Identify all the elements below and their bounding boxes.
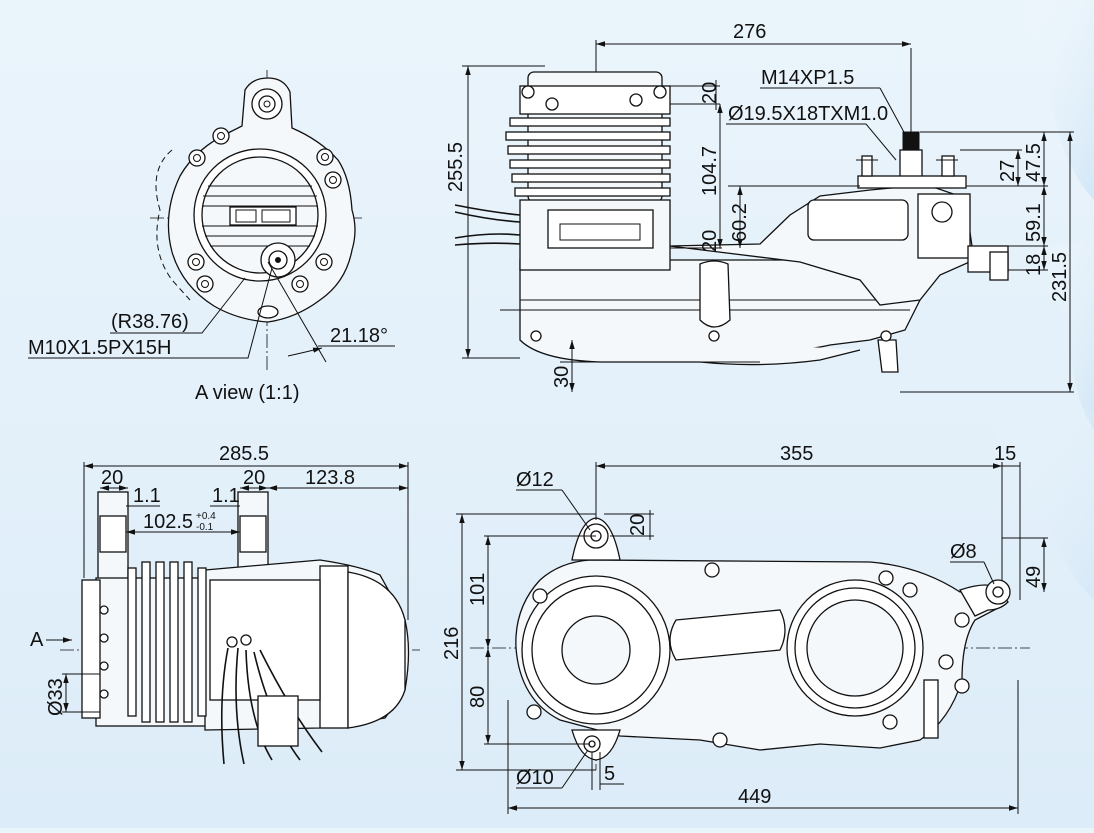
front-tol-upper: +0.4 [196, 511, 216, 522]
side-view: 276 M14XP1.5 Ø19.5X18TXM1.0 255.5 20 104… [445, 21, 1074, 393]
bottom-dim-5: 5 [604, 763, 615, 785]
a-view-bolts [187, 127, 342, 293]
bottom-hole-8: Ø8 [950, 541, 977, 563]
front-dim-20-right: 20 [243, 467, 265, 489]
a-view-angle-label: 21.18° [330, 325, 388, 347]
side-dim-59: 59.1 [1023, 203, 1045, 242]
side-view-wires [454, 204, 521, 246]
side-height-255: 255.5 [445, 142, 467, 192]
side-dim-20-mid: 20 [699, 230, 721, 252]
cylinder-fins [505, 117, 671, 197]
bottom-hole-10: Ø10 [516, 767, 554, 789]
side-dim-47: 47.5 [1023, 143, 1045, 182]
front-dim-1-1-right: 1.1 [212, 485, 240, 507]
side-dim-20-top: 20 [699, 82, 721, 104]
front-view: 285.5 20 20 123.8 1.1 1.1 102.5 +0.4 -0.… [30, 443, 420, 765]
front-dim-33: Ø33 [45, 678, 67, 716]
bottom-dim-49: 49 [1023, 566, 1045, 588]
a-view-caption: A view (1:1) [195, 382, 299, 404]
side-dim-30: 30 [551, 366, 573, 388]
a-view-radius-label: (R38.76) [111, 311, 189, 333]
side-shaft-label: Ø19.5X18TXM1.0 [728, 103, 888, 125]
bottom-dim-449: 449 [738, 786, 771, 808]
bottom-hole-12: Ø12 [516, 469, 554, 491]
bottom-dim-80: 80 [467, 686, 489, 708]
front-width-285: 285.5 [219, 443, 269, 465]
side-dim-60: 60.2 [729, 203, 751, 242]
bottom-dim-20: 20 [627, 514, 649, 536]
bottom-dim-216: 216 [441, 627, 463, 660]
front-dim-20-left: 20 [101, 467, 123, 489]
side-dim-231: 231.5 [1049, 252, 1071, 302]
background-decoration [980, 0, 1094, 600]
front-dim-123: 123.8 [305, 467, 355, 489]
bottom-view: 355 15 Ø12 20 Ø8 49 216 101 80 Ø10 [441, 443, 1048, 814]
front-view-fins [127, 561, 207, 723]
side-dim-18: 18 [1023, 254, 1045, 276]
a-view-thread-label: M10X1.5PX15H [28, 337, 171, 359]
front-arrow-label: A [30, 629, 44, 651]
bottom-dim-355: 355 [780, 443, 813, 465]
side-thread-label: M14XP1.5 [761, 67, 854, 89]
side-dim-104: 104.7 [699, 146, 721, 196]
front-dim-102: 102.5 [143, 511, 193, 533]
bottom-view-bolts [526, 562, 970, 748]
front-dim-1-1-left: 1.1 [133, 485, 161, 507]
bottom-dim-101: 101 [467, 573, 489, 606]
bottom-dim-15: 15 [994, 443, 1016, 465]
side-length-276: 276 [733, 21, 766, 43]
side-dim-27: 27 [997, 160, 1019, 182]
a-view: (R38.76) M10X1.5PX15H 21.18° A view (1:1… [28, 70, 395, 404]
front-tol-lower: -0.1 [196, 522, 214, 533]
